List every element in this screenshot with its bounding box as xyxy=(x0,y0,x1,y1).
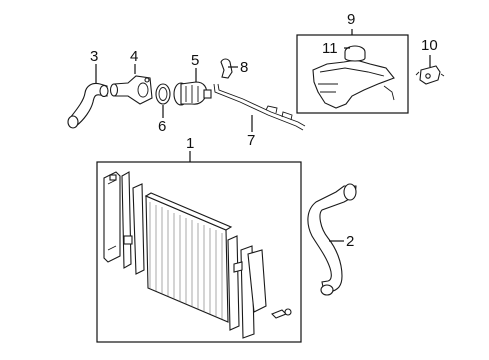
callout-7: 7 xyxy=(247,132,255,149)
thermostat xyxy=(173,81,212,106)
callout-4: 4 xyxy=(130,48,138,65)
water-outlet xyxy=(109,75,153,105)
callout-10: 10 xyxy=(421,37,438,54)
callout-11: 11 xyxy=(322,40,338,57)
leader-lines xyxy=(95,29,431,242)
callout-8: 8 xyxy=(240,59,248,76)
reservoir-bracket xyxy=(415,65,445,85)
bypass-pipe xyxy=(213,83,306,131)
lower-hose xyxy=(307,183,357,296)
gasket xyxy=(155,83,171,105)
callout-1: 1 xyxy=(186,135,194,152)
radiator-core-fins xyxy=(149,202,223,319)
reservoir-cap xyxy=(344,45,366,62)
coolant-reservoir xyxy=(312,59,395,109)
radiator-assembly xyxy=(103,171,292,339)
callout-2: 2 xyxy=(346,233,354,250)
callout-3: 3 xyxy=(90,48,98,65)
small-hose xyxy=(220,58,233,79)
radiator-group-frame xyxy=(96,161,302,343)
callout-5: 5 xyxy=(191,52,199,69)
callout-labels: 1 2 3 4 5 6 7 8 9 10 11 xyxy=(90,11,438,250)
upper-hose xyxy=(67,82,109,129)
callout-6: 6 xyxy=(158,118,166,135)
callout-9: 9 xyxy=(347,11,355,28)
